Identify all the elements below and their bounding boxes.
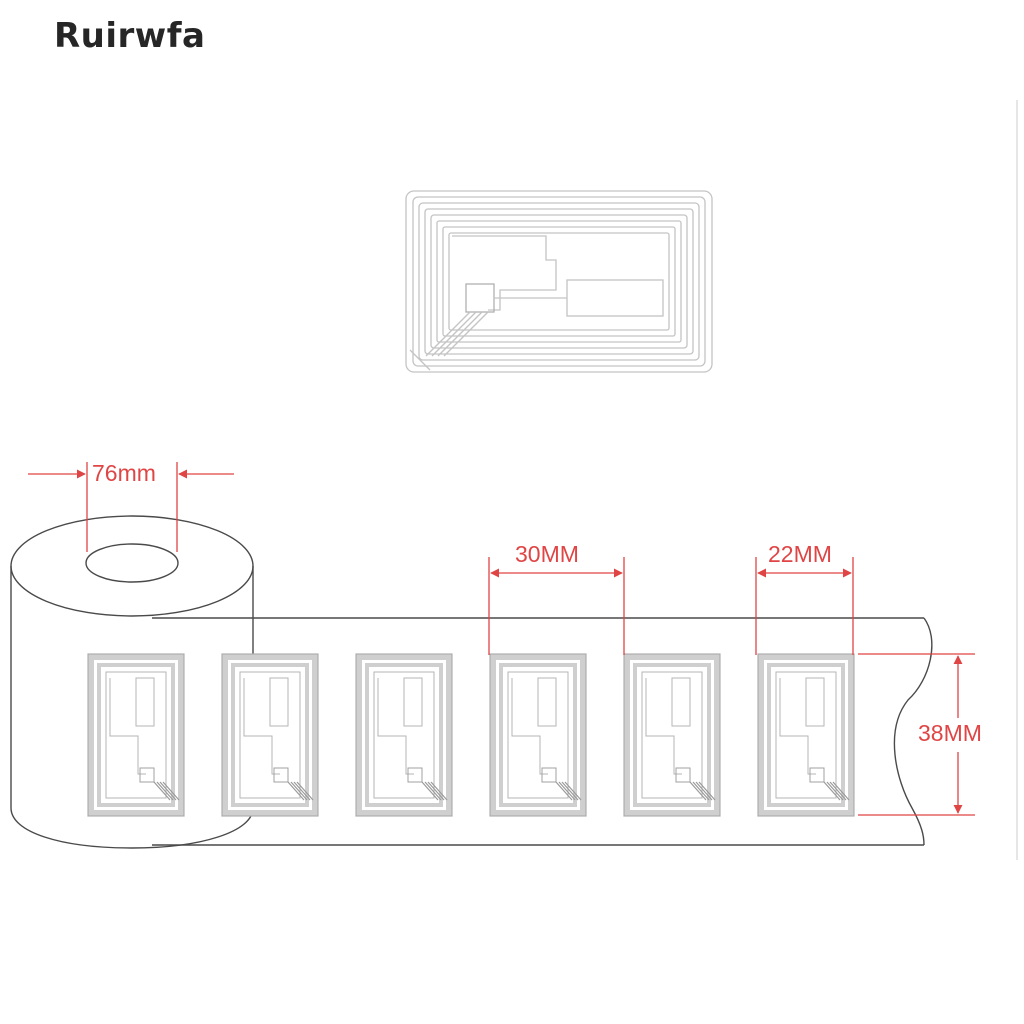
antenna-inlay bbox=[405, 190, 713, 373]
label-width-label: 22MM bbox=[768, 541, 832, 567]
rfid-label bbox=[355, 653, 453, 817]
label-height-dimension bbox=[858, 653, 975, 816]
core-diameter-label: 76mm bbox=[92, 460, 156, 486]
label-height-label: 38MM bbox=[918, 720, 982, 746]
core-diameter-dimension bbox=[28, 462, 234, 552]
label-roll bbox=[10, 515, 933, 849]
rfid-label bbox=[757, 653, 855, 817]
label-pitch-label: 30MM bbox=[515, 541, 579, 567]
rfid-label bbox=[623, 653, 721, 817]
brand-logo: Ruirwfa bbox=[54, 16, 206, 56]
label-width-dimension bbox=[755, 557, 854, 655]
label-strip bbox=[87, 653, 855, 817]
edge-rule bbox=[1016, 100, 1018, 860]
label-pitch-dimension bbox=[488, 557, 625, 655]
rfid-label bbox=[489, 653, 587, 817]
rfid-label bbox=[221, 653, 319, 817]
rfid-label bbox=[87, 653, 185, 817]
